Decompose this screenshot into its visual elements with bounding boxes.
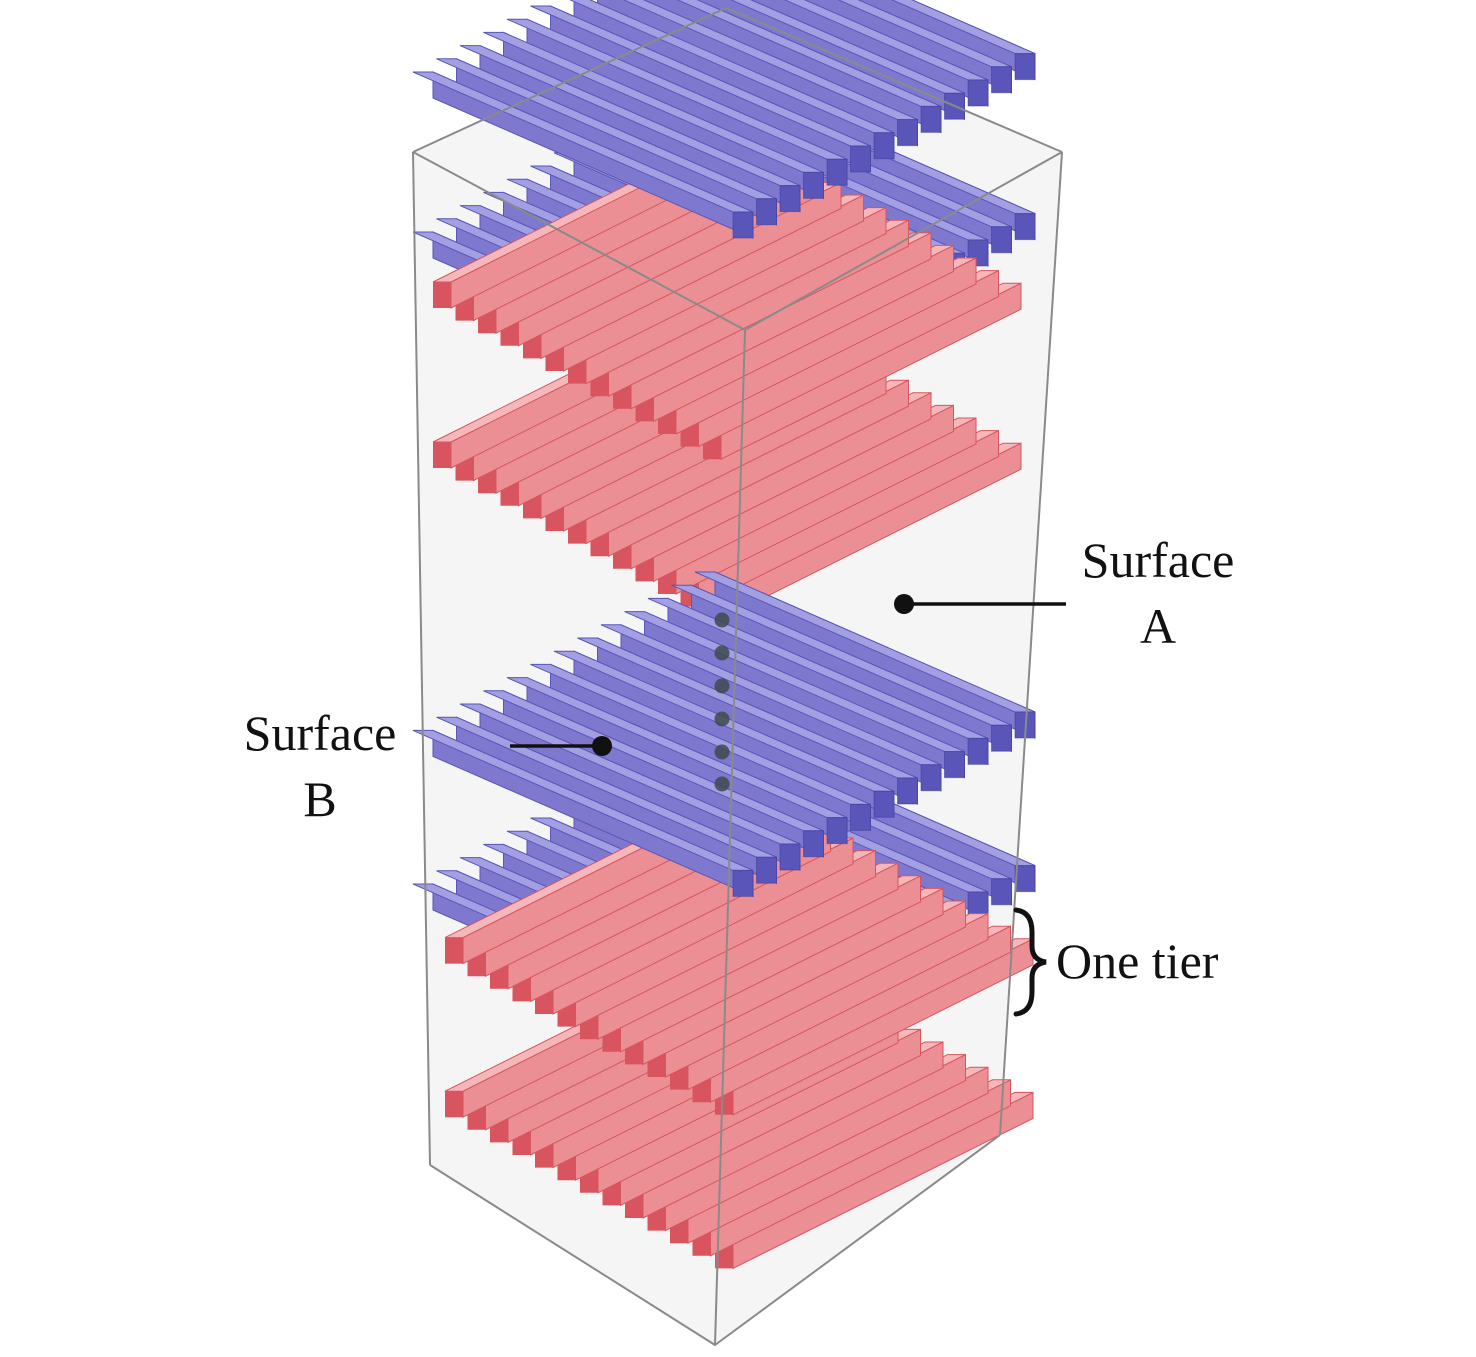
surface-a-label-line2: A bbox=[1139, 598, 1177, 654]
surface-b-label-line2: B bbox=[303, 771, 337, 827]
lower-rod-stack bbox=[412, 571, 1036, 1270]
enclosure-top-back-edges bbox=[412, 7, 1063, 153]
blue-rod bbox=[694, 571, 1036, 739]
blue-rod bbox=[577, 637, 918, 805]
continuation-dots bbox=[714, 612, 730, 792]
upper-rod-stack bbox=[412, 0, 1036, 621]
surface-b-pointer bbox=[592, 736, 612, 756]
blue-rod-layer bbox=[412, 571, 1036, 898]
enclosure-bottom-edges bbox=[429, 1134, 1001, 1346]
surface-a-label-line1: Surface bbox=[1081, 532, 1235, 588]
blue-rod bbox=[412, 729, 754, 898]
enclosure-right-edge bbox=[999, 151, 1063, 1136]
blue-rod bbox=[530, 663, 871, 832]
continuation-dot bbox=[714, 776, 730, 792]
blue-rod bbox=[459, 44, 801, 213]
continuation-dot bbox=[714, 612, 730, 628]
blue-rod bbox=[483, 690, 824, 858]
label-leader-lines bbox=[510, 594, 1066, 1017]
continuation-dot bbox=[714, 678, 730, 694]
enclosure-left-edge bbox=[412, 151, 431, 1166]
blue-rod-layer bbox=[412, 0, 1036, 239]
blue-rod bbox=[506, 676, 848, 845]
enclosure-front-edges bbox=[412, 7, 1063, 1346]
continuation-dot bbox=[714, 711, 730, 727]
enclosure-front-edge bbox=[714, 329, 746, 1346]
continuation-dot bbox=[714, 744, 730, 760]
blue-rod bbox=[600, 624, 942, 792]
blue-rod bbox=[436, 58, 777, 226]
surface-a-pointer bbox=[894, 594, 914, 614]
surface-b-label-line1: Surface bbox=[243, 705, 397, 761]
one-tier-label: One tier bbox=[1056, 933, 1219, 989]
continuation-dot bbox=[714, 645, 730, 661]
blue-rod bbox=[530, 5, 871, 173]
surface-b-label: Surface B bbox=[230, 700, 410, 832]
blue-rod bbox=[412, 71, 754, 239]
one-tier-brace bbox=[1013, 907, 1047, 1017]
red-rod-layer bbox=[432, 131, 1022, 461]
surface-a-label: Surface A bbox=[1068, 527, 1248, 659]
